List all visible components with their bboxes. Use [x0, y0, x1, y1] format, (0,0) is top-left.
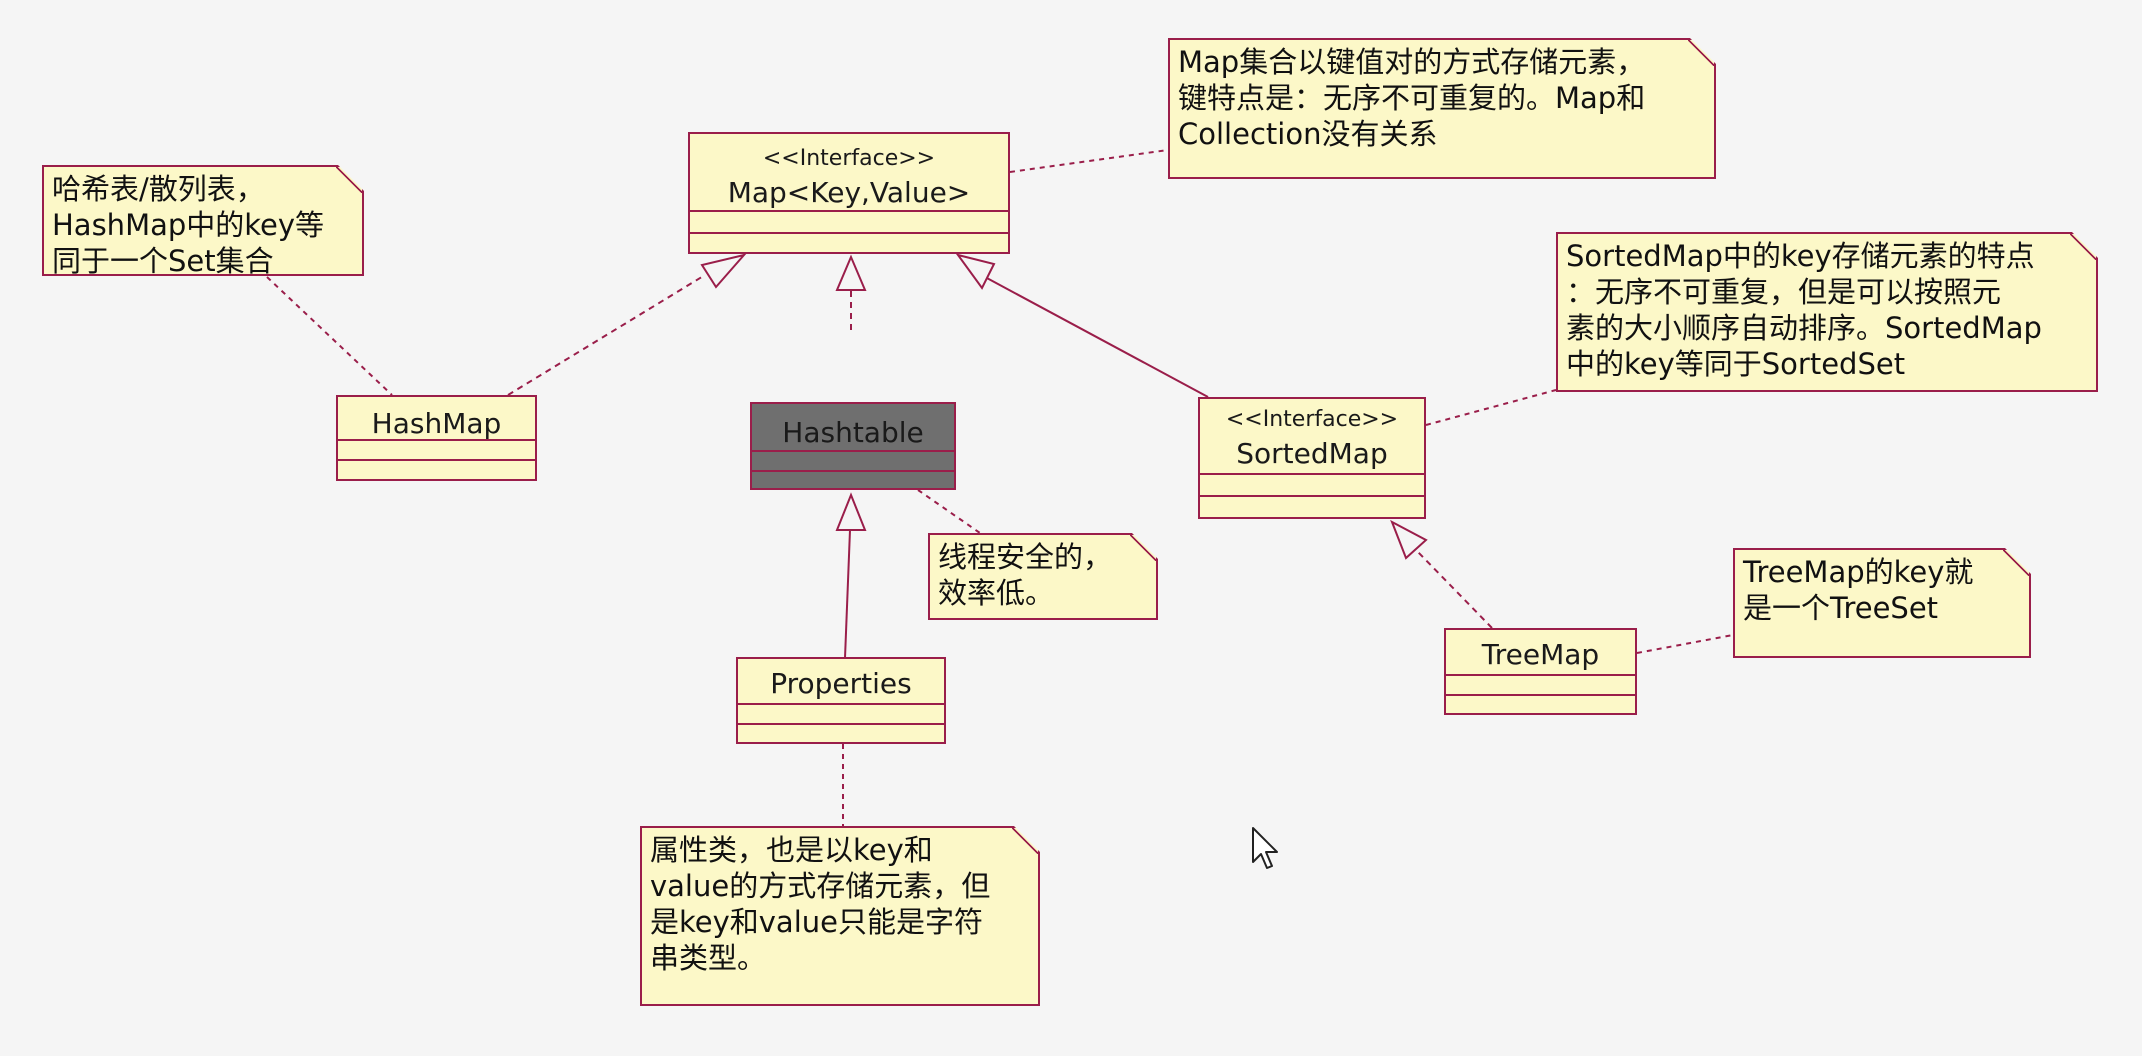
sortedmap-generalization-arrowhead — [955, 253, 996, 290]
map-note[interactable]: Map集合以键值对的方式存储元素， 键特点是：无序不可重复的。Map和 Coll… — [1168, 38, 1716, 179]
treemap-class-name: TreeMap — [1481, 638, 1600, 671]
hashmap-realization-line — [507, 274, 706, 396]
sortedmap-generalization-line — [984, 276, 1209, 398]
sortedmap-interface-box[interactable]: <<Interface>> SortedMap — [1198, 397, 1426, 519]
sortedmap-methods-divider — [1200, 495, 1424, 497]
treemap-attributes-divider — [1446, 674, 1635, 676]
sortedmap-class-name: SortedMap — [1236, 437, 1388, 470]
treemap-note-anchor — [1636, 634, 1734, 654]
sortedmap-note[interactable]: SortedMap中的key存储元素的特点 ：无序不可重复，但是可以按照元 素的… — [1556, 232, 2098, 392]
map-interface-box[interactable]: <<Interface>> Map<Key,Value> — [688, 132, 1010, 254]
map-class-name: Map<Key,Value> — [727, 176, 971, 209]
sortedmap-note-anchor — [1425, 389, 1557, 426]
hashmap-note-line: 哈希表/散列表， — [52, 172, 265, 206]
properties-attributes-divider — [738, 703, 944, 705]
sortedmap-note-line: 中的key等同于SortedSet — [1566, 347, 1906, 381]
treemap-note-line: 是一个TreeSet — [1743, 591, 1939, 625]
properties-note-line: 串类型。 — [650, 941, 767, 975]
hashmap-attributes-divider — [338, 439, 535, 441]
hashmap-class-box[interactable]: HashMap — [336, 395, 537, 481]
properties-note-line: 属性类，也是以key和 — [650, 833, 933, 867]
hashmap-note[interactable]: 哈希表/散列表， HashMap中的key等 同于一个Set集合 — [42, 165, 364, 276]
properties-note-line: 是key和value只能是字符 — [650, 905, 983, 939]
sortedmap-note-line: ：无序不可重复，但是可以按照元 — [1566, 275, 2002, 309]
sortedmap-attributes-divider — [1200, 473, 1424, 475]
properties-methods-divider — [738, 723, 944, 725]
map-attributes-divider — [690, 210, 1008, 212]
treemap-class-box[interactable]: TreeMap — [1444, 628, 1637, 715]
properties-note[interactable]: 属性类，也是以key和 value的方式存储元素，但 是key和value只能是… — [640, 826, 1040, 1006]
treemap-realization-arrowhead — [1390, 519, 1428, 560]
map-stereotype: <<Interface>> — [762, 146, 936, 171]
hashmap-note-anchor — [266, 276, 393, 396]
treemap-note[interactable]: TreeMap的key就 是一个TreeSet — [1733, 548, 2031, 658]
hashtable-attributes-divider — [752, 450, 954, 452]
hashmap-methods-divider — [338, 459, 535, 461]
mouse-pointer-icon — [1252, 827, 1278, 869]
map-note-line: Collection没有关系 — [1178, 117, 1438, 151]
properties-generalization-line — [844, 529, 851, 659]
hashtable-note-line: 线程安全的， — [938, 540, 1113, 574]
hashtable-class-name: Hashtable — [782, 416, 924, 449]
hashtable-methods-divider — [752, 470, 954, 472]
hashmap-note-line: HashMap中的key等 — [52, 208, 325, 242]
treemap-methods-divider — [1446, 694, 1635, 696]
sortedmap-note-line: SortedMap中的key存储元素的特点 — [1566, 239, 2035, 273]
hashmap-realization-arrowhead — [700, 253, 747, 289]
hashtable-class-box[interactable]: Hashtable — [750, 402, 956, 490]
map-methods-divider — [690, 232, 1008, 234]
hashmap-note-line: 同于一个Set集合 — [52, 244, 274, 276]
map-note-anchor — [1009, 149, 1169, 173]
sortedmap-note-line: 素的大小顺序自动排序。SortedMap — [1566, 311, 2042, 345]
properties-class-box[interactable]: Properties — [736, 657, 946, 744]
treemap-note-line: TreeMap的key就 — [1743, 555, 1974, 589]
properties-generalization-arrowhead — [835, 492, 867, 531]
hashtable-note-line: 效率低。 — [938, 576, 1055, 610]
treemap-realization-line — [1417, 551, 1493, 629]
map-note-line: Map集合以键值对的方式存储元素， — [1178, 45, 1646, 79]
properties-note-line: value的方式存储元素，但 — [650, 869, 991, 903]
hashmap-class-name: HashMap — [371, 407, 502, 440]
hashtable-realization-arrowhead — [835, 254, 867, 291]
properties-class-name: Properties — [770, 667, 912, 700]
sortedmap-stereotype: <<Interface>> — [1225, 407, 1399, 432]
map-note-line: 键特点是：无序不可重复的。Map和 — [1178, 81, 1646, 115]
hashtable-note-anchor — [917, 489, 981, 534]
hashtable-note[interactable]: 线程安全的， 效率低。 — [928, 533, 1158, 620]
